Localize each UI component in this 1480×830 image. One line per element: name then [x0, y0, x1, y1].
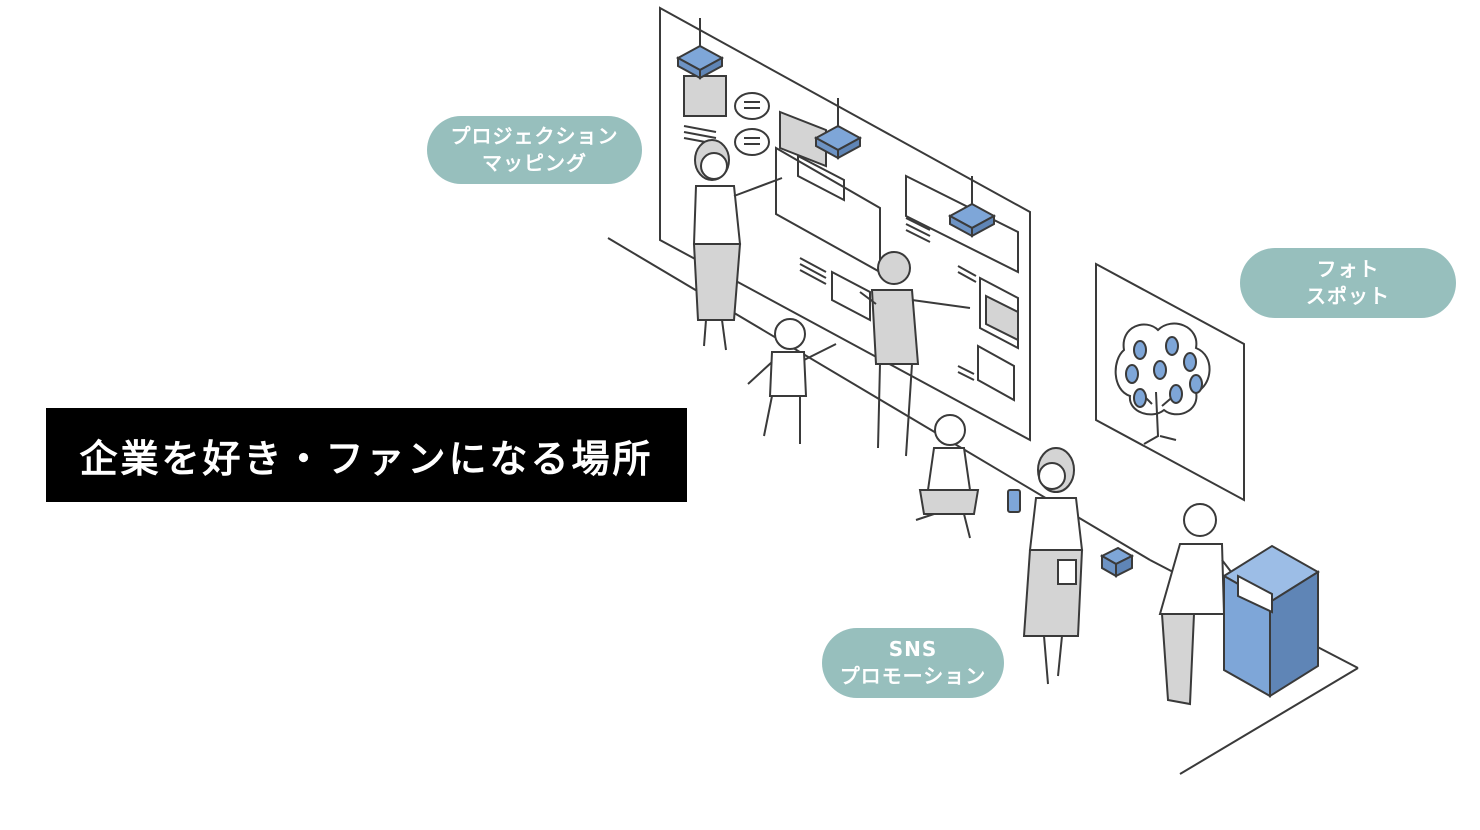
- projection-wall: [659, 6, 1031, 442]
- photo-spot-panel: [1095, 262, 1245, 502]
- person-icon: [692, 139, 783, 351]
- person-icon: [1158, 503, 1249, 706]
- projector-icon: [947, 176, 997, 238]
- headline-banner: 企業を好き・ファンになる場所: [46, 408, 687, 502]
- kiosk-terminal-icon: [1222, 544, 1320, 698]
- label-line: プロジェクション: [450, 124, 619, 148]
- label-projection-mapping: プロジェクション マッピング: [427, 116, 642, 184]
- label-line: フォト: [1316, 257, 1380, 281]
- label-line: スポット: [1306, 284, 1390, 308]
- person-icon: [747, 318, 837, 444]
- label-line: SNS: [888, 637, 938, 661]
- projector-icon: [813, 98, 863, 160]
- person-icon: [1022, 447, 1084, 685]
- camera-icon: [1099, 546, 1135, 578]
- person-icon: [859, 251, 971, 457]
- label-photo-spot: フォト スポット: [1240, 248, 1456, 318]
- projector-icon: [675, 18, 725, 80]
- label-line: マッピング: [482, 151, 587, 175]
- headline-text: 企業を好き・ファンになる場所: [79, 436, 654, 481]
- label-sns-promotion: SNS プロモーション: [822, 628, 1004, 698]
- smartphone-icon: [1007, 489, 1021, 513]
- tree-icon: [1114, 322, 1211, 445]
- label-line: プロモーション: [839, 664, 987, 688]
- person-icon: [915, 414, 980, 539]
